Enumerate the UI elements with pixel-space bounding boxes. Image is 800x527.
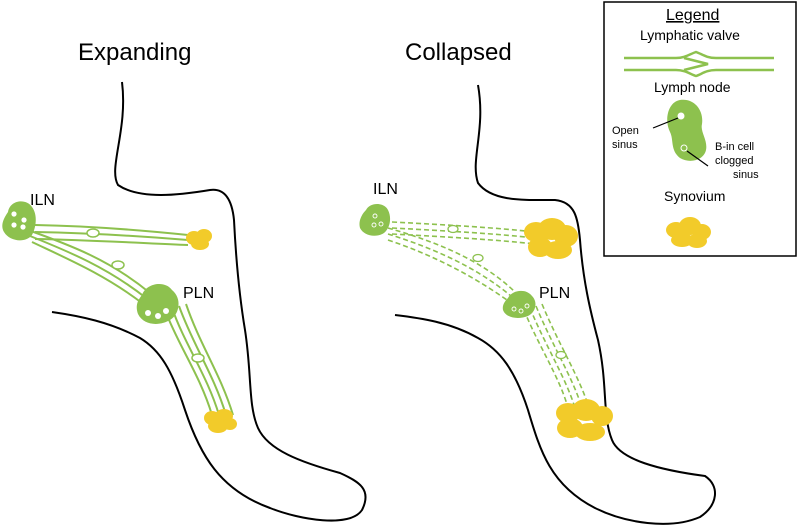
valve-pln-syn-collapsed <box>555 350 567 360</box>
panel-title-collapsed: Collapsed <box>405 39 512 66</box>
panel-collapsed: Collapsed <box>359 39 716 525</box>
lymph-node-iln-left <box>2 201 36 241</box>
synovium-lower-right <box>556 399 613 441</box>
legend-valve-icon <box>624 50 774 78</box>
lymph-node-pln-left <box>136 283 179 324</box>
valve-iln-syn <box>86 228 100 238</box>
label-pln-right: PLN <box>539 285 570 302</box>
legend-clogged-3: sinus <box>733 169 759 181</box>
panel-title-expanding: Expanding <box>78 39 191 66</box>
panel-expanding: Expanding <box>2 39 367 522</box>
legend-lymph-node-icon <box>667 99 707 161</box>
vessel-bundle-iln-pln <box>27 229 151 304</box>
valve-iln-pln <box>111 260 125 270</box>
vessel-bundle-iln-pln-collapsed <box>387 227 516 301</box>
legend-title: Legend <box>666 7 719 24</box>
synovium-lower-left <box>204 409 237 433</box>
label-iln-left: ILN <box>30 192 55 209</box>
legend-synovium-icon <box>666 217 711 248</box>
limb-outline-right <box>394 84 716 525</box>
vessel-bundle-pln-synovium-collapsed <box>523 303 590 409</box>
vessel-bundle-iln-synovium-collapsed <box>391 221 536 245</box>
synovium-upper-left <box>186 229 212 250</box>
legend-clogged-1: B-in cell <box>715 141 754 153</box>
synovium-upper-right <box>524 218 578 259</box>
legend-clogged-2: clogged <box>715 155 754 167</box>
valve-pln-syn <box>191 353 205 363</box>
lymph-node-iln-right <box>359 204 391 236</box>
legend-open-sinus-pointer <box>652 117 679 129</box>
valve-iln-pln-collapsed <box>472 253 484 263</box>
label-pln-left: PLN <box>183 285 214 302</box>
legend-node-label: Lymph node <box>654 79 731 95</box>
legend-synovium-label: Synovium <box>664 188 725 204</box>
legend: Legend Lymphatic valve Lymph node Open s… <box>603 1 797 257</box>
lymph-node-pln-right <box>502 290 536 318</box>
valve-iln-syn-collapsed <box>447 224 459 234</box>
limb-outline-left <box>51 81 367 522</box>
legend-clogged-pointer <box>686 150 709 167</box>
label-iln-right: ILN <box>373 181 398 198</box>
legend-valve-label: Lymphatic valve <box>640 27 740 43</box>
legend-open-sinus-1: Open <box>612 125 639 137</box>
legend-open-sinus-2: sinus <box>612 139 638 151</box>
